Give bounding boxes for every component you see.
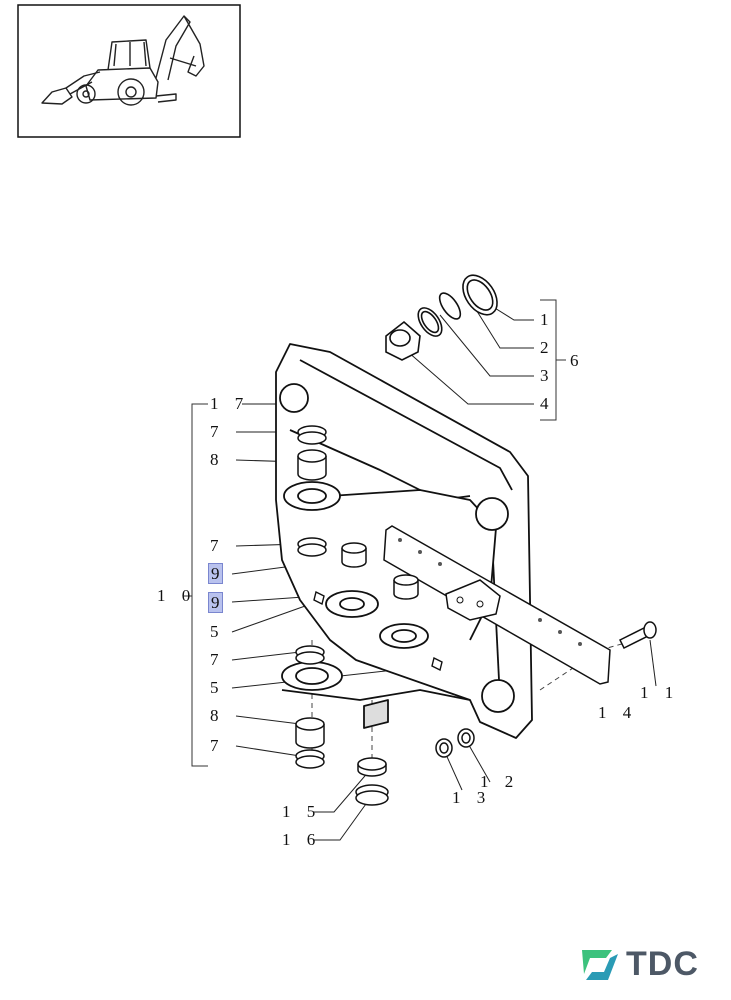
callout-5-bottom: 5 bbox=[210, 678, 225, 697]
machine-thumbnail bbox=[17, 4, 241, 138]
callout-7-top: 7 bbox=[210, 422, 225, 441]
callout-3: 3 bbox=[540, 366, 555, 385]
grease-fittings bbox=[313, 590, 443, 672]
callout-11: 1 1 bbox=[640, 683, 680, 702]
seal-kit bbox=[385, 274, 498, 361]
bracket-10 bbox=[184, 403, 208, 767]
callout-9-bottom[interactable]: 9 bbox=[208, 592, 223, 613]
callout-1: 1 bbox=[540, 310, 555, 329]
swing-frame bbox=[275, 343, 533, 739]
cap-and-ring bbox=[355, 757, 389, 806]
callout-9-top[interactable]: 9 bbox=[208, 563, 223, 584]
callout-6: 6 bbox=[570, 351, 585, 370]
callout-13: 1 3 bbox=[452, 788, 492, 807]
tdc-mark-icon bbox=[582, 950, 618, 980]
washers bbox=[435, 728, 475, 758]
callout-7-mid: 7 bbox=[210, 536, 225, 555]
callout-10: 1 0 bbox=[157, 586, 197, 605]
callout-12: 1 2 bbox=[480, 772, 520, 791]
callout-8-top: 8 bbox=[210, 450, 225, 469]
callout-4: 4 bbox=[540, 394, 555, 413]
bracket-6 bbox=[540, 299, 566, 421]
tdc-logo: TDC bbox=[578, 944, 718, 984]
callout-16: 1 6 bbox=[282, 830, 322, 849]
callout-2: 2 bbox=[540, 338, 555, 357]
bushings bbox=[295, 425, 419, 769]
bolt bbox=[618, 621, 657, 650]
callout-7-lower: 7 bbox=[210, 650, 225, 669]
callout-8-bottom: 8 bbox=[210, 706, 225, 725]
callout-7-bottom: 7 bbox=[210, 736, 225, 755]
callout-5-top: 5 bbox=[210, 622, 225, 641]
mounting-lug bbox=[445, 579, 501, 621]
tdc-logo-text: TDC bbox=[626, 945, 699, 983]
highlight-9-top[interactable]: 9 bbox=[208, 563, 223, 584]
highlight-9-bottom[interactable]: 9 bbox=[208, 592, 223, 613]
callout-14: 1 4 bbox=[598, 703, 638, 722]
callout-15: 1 5 bbox=[282, 802, 322, 821]
callout-17: 1 7 bbox=[210, 394, 250, 413]
